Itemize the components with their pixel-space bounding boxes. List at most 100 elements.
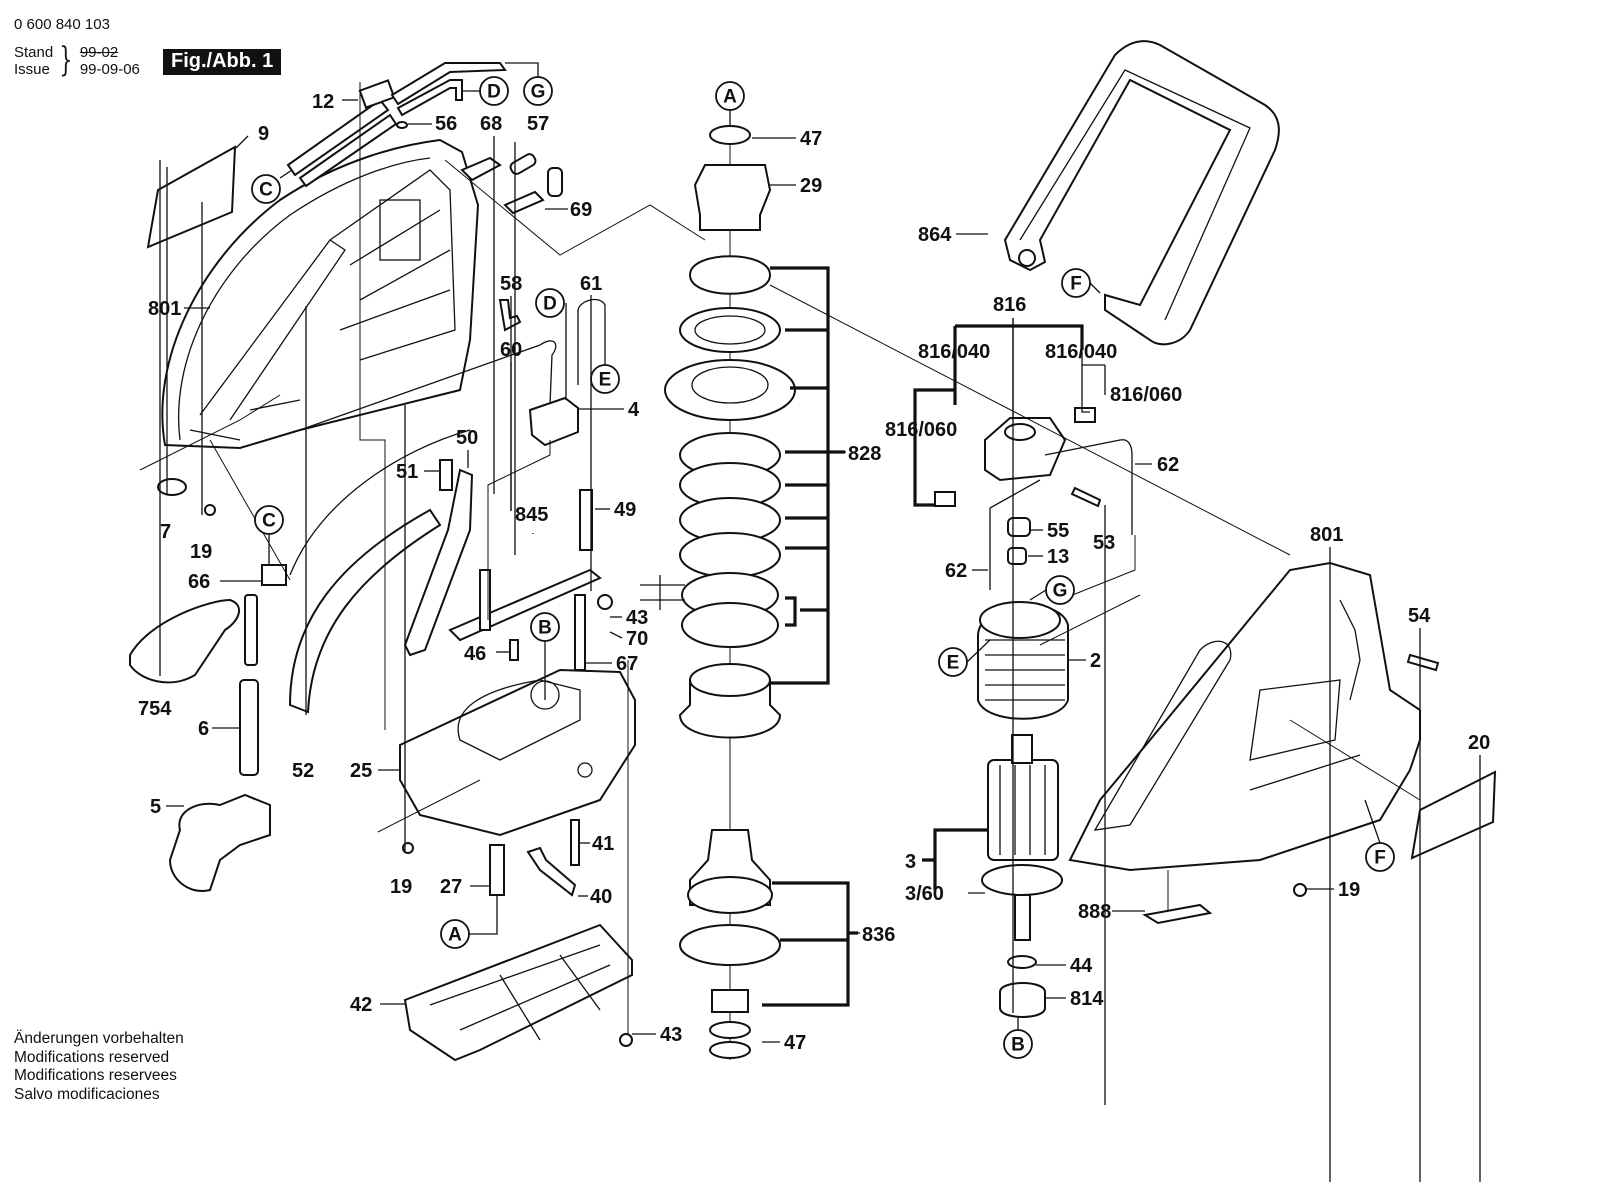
marker-leader [1364,799,1381,844]
marker-letter: G [531,82,546,103]
part-label-69: 69 [570,199,592,221]
marker-leader [505,62,539,77]
part-label-49: 49 [614,499,636,521]
revision-dates: 99-02 99-09-06 [80,44,140,78]
connection-marker-b: B [1003,1029,1033,1059]
revision-block: Stand Issue } 99-02 99-09-06 [14,43,140,78]
stand-date: 99-02 [79,44,119,61]
part-label-19c: 19 [1338,879,1360,901]
issue-date: 99-09-06 [79,61,140,78]
stator-2 [977,601,1069,720]
part-label-53: 53 [1093,532,1115,554]
cable-set-12 [286,62,507,188]
part-label-816-060a: 816/060 [885,419,957,441]
connection-marker-a: A [715,81,745,111]
part-label-6: 6 [198,718,209,740]
connection-marker-f: F [1061,268,1091,298]
marker-circle [590,364,620,394]
screw-54 [1406,653,1440,672]
cable-to-66 [289,429,471,576]
pin-845 [479,569,491,631]
footer-line-fr: Modifications reservees [14,1067,177,1084]
part-label-4: 4 [628,399,640,421]
marker-leader [469,895,498,935]
marker-letter: F [1374,848,1386,869]
part-label-47b: 47 [784,1032,806,1054]
part-label-13: 13 [1047,546,1069,568]
part-label-19a: 19 [190,541,212,563]
part-label-3-60: 3/60 [905,883,944,905]
marker-circle [715,81,745,111]
part-label-67: 67 [616,653,638,675]
marker-circle [523,76,553,106]
part-label-62a: 62 [1157,454,1179,476]
marker-letter: F [1070,274,1082,295]
part-label-7: 7 [160,521,171,543]
part-label-57: 57 [527,113,549,135]
pin-41 [570,819,580,866]
pin-46 [509,639,519,661]
cable-sleeve-6 [239,679,259,776]
part-label-816-060b: 816/060 [1110,384,1182,406]
issue-label: Issue [14,61,50,78]
sticker-20 [1410,770,1497,860]
brush-right [1074,407,1096,423]
marker-circle [1003,1029,1033,1059]
pin-67 [574,594,586,671]
marker-letter: C [259,180,273,201]
marker-leader [1029,589,1047,601]
bracket-836 [762,881,858,1007]
part-label-2: 2 [1090,650,1101,672]
part-label-43b: 43 [660,1024,682,1046]
part-label-816-040a: 816/040 [918,341,990,363]
part-label-816-040b: 816/040 [1045,341,1117,363]
bearing-55 [1007,517,1031,537]
part-label-50: 50 [456,427,478,449]
connection-marker-a: A [440,919,470,949]
terminal-66 [261,564,287,586]
leader-line [609,631,623,639]
part-label-70: 70 [626,628,648,650]
cap-13 [1007,547,1027,565]
marker-circle [479,76,509,106]
marker-circle [1365,842,1395,872]
screw-43-top [597,594,613,610]
leader-line [235,135,249,149]
marker-leader [279,169,293,179]
leader-lines [139,82,1421,1035]
part-label-41: 41 [592,833,614,855]
central-shaft-stack [640,110,796,1060]
marker-letter: A [448,925,462,946]
connection-marker-b: B [530,612,560,642]
spring-51 [439,459,453,491]
screw-53 [1070,486,1102,508]
screw-19-right [1293,883,1307,897]
part-label-814: 814 [1070,988,1104,1010]
part-label-61: 61 [580,273,602,295]
connection-marker-g: G [523,76,553,106]
part-label-42: 42 [350,994,372,1016]
part-label-801b: 801 [1310,524,1343,546]
cable-62-right [1044,439,1133,535]
connection-marker-g: G [1045,575,1075,605]
grommet-7 [157,478,187,496]
gear-housing-25 [399,668,636,837]
marker-letter: D [543,294,557,315]
document-number: 0 600 840 103 [14,16,110,33]
part-label-27: 27 [440,876,462,898]
housing-right-801 [1068,561,1421,872]
connection-marker-c: C [251,174,281,204]
cable-clip-754 [129,598,240,684]
label-888 [1142,903,1213,925]
part-label-20: 20 [1468,732,1490,754]
revision-labels: Stand Issue [14,44,53,78]
part-label-888: 888 [1078,901,1111,923]
bracket-816 [913,324,1084,507]
marker-circle [1045,575,1075,605]
base-plate-42 [403,923,633,1062]
part-label-56: 56 [435,113,457,135]
part-label-52: 52 [292,760,314,782]
part-label-46: 46 [464,643,486,665]
